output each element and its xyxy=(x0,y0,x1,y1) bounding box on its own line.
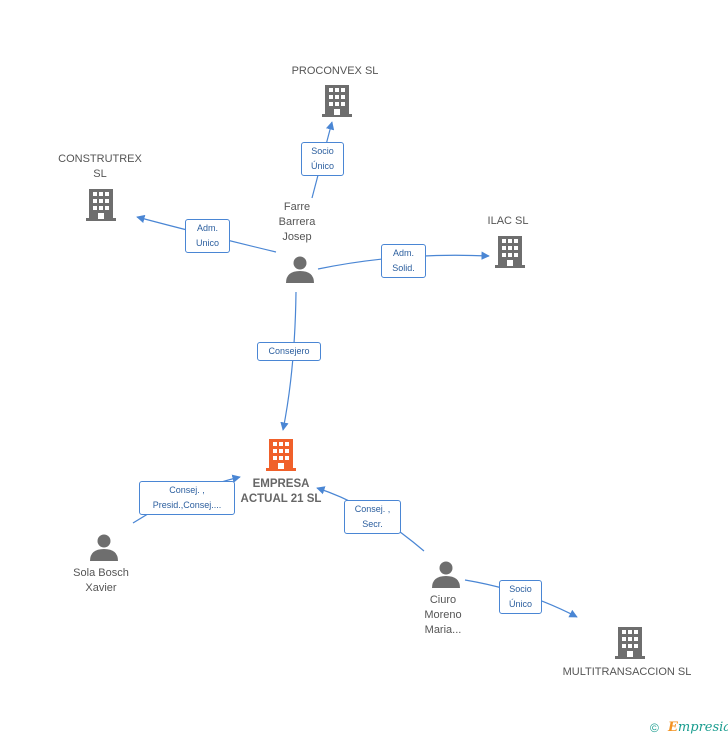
building-icon-construtrex[interactable] xyxy=(86,189,116,221)
edge-label-ciuro-multi: Socio Único xyxy=(499,580,542,614)
building-icon-proconvex[interactable] xyxy=(322,85,352,117)
person-icon-farre[interactable] xyxy=(286,256,314,284)
edge-label-farre-construtrex: Adm. Unico xyxy=(185,219,230,253)
building-icon-multi[interactable] xyxy=(615,627,645,659)
node-label-ciuro[interactable]: Ciuro Moreno Maria... xyxy=(424,594,462,636)
building-icon-empresa[interactable] xyxy=(266,439,296,471)
building-icon-ilac[interactable] xyxy=(495,236,525,268)
brand-rest: mpresia xyxy=(677,720,728,735)
node-label-ilac[interactable]: ILAC SL xyxy=(487,215,529,227)
edge-label-farre-empresa: Consejero xyxy=(257,342,321,361)
edge-label-farre-proconvex: Socio Único xyxy=(301,142,344,176)
edge-label-farre-ilac: Adm. Solid. xyxy=(381,244,426,278)
node-label-proconvex[interactable]: PROCONVEX SL xyxy=(291,65,379,77)
node-label-sola[interactable]: Sola Bosch Xavier xyxy=(73,567,129,594)
copyright-symbol: © xyxy=(650,721,659,735)
node-label-multi[interactable]: MULTITRANSACCION SL xyxy=(562,666,692,678)
person-icon-ciuro[interactable] xyxy=(432,561,460,589)
node-label-construtrex[interactable]: CONSTRUTREX SL xyxy=(58,153,142,180)
empresia-logo[interactable]: Empresia xyxy=(668,720,728,735)
edge-label-ciuro-empresa: Consej. , Secr. xyxy=(344,500,401,534)
brand-initial: E xyxy=(668,720,678,735)
edge-farre-empresa xyxy=(280,291,297,431)
node-label-farre[interactable]: Farre Barrera Josep xyxy=(278,201,316,243)
edge-label-sola-empresa: Consej. , Presid.,Consej.... xyxy=(139,481,235,515)
person-icon-sola[interactable] xyxy=(90,534,118,562)
node-label-empresa[interactable]: EMPRESA ACTUAL 21 SL xyxy=(240,478,322,505)
